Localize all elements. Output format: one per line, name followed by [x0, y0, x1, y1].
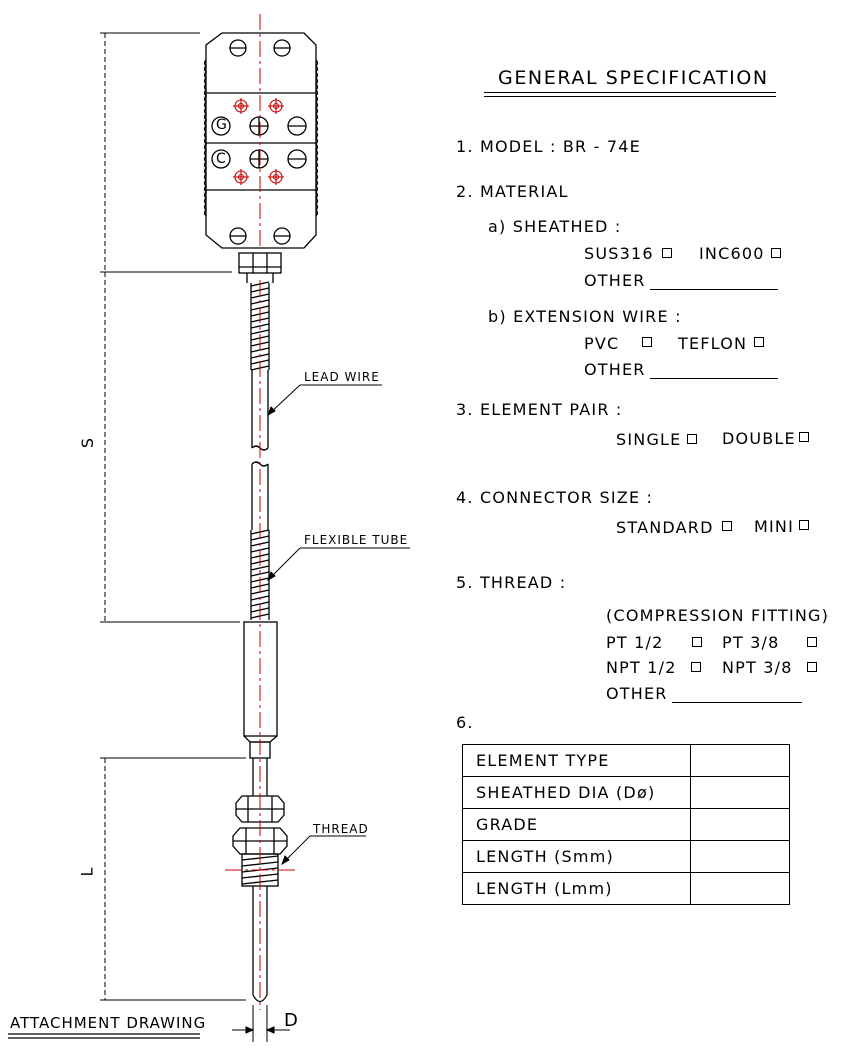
attachment-drawing-label: ATTACHMENT DRAWING: [10, 1014, 207, 1032]
extension-wire-heading: b) EXTENSION WIRE :: [488, 307, 682, 326]
table-cell-label: ELEMENT TYPE: [462, 744, 691, 777]
model-line: 1. MODEL : BR - 74E: [456, 137, 641, 156]
compression-fitting-label: (COMPRESSION FITTING): [606, 606, 830, 625]
single-checkbox[interactable]: [687, 434, 697, 444]
dimension-lines: [100, 32, 290, 1042]
table-cell-value[interactable]: [690, 776, 790, 809]
flexible-tube-label: FLEXIBLE TUBE: [304, 533, 409, 547]
table-cell-label: SHEATHED DIA (Dø): [462, 776, 691, 809]
dimension-d-label: D: [284, 1010, 299, 1031]
table-cell-value[interactable]: [690, 872, 790, 905]
dimension-s-label: S: [78, 436, 98, 449]
standard-label: STANDARD: [616, 518, 714, 537]
table-cell-value[interactable]: [690, 840, 790, 873]
centerline: [225, 14, 295, 1010]
lead-wire: [251, 370, 269, 530]
inc600-checkbox[interactable]: [771, 248, 781, 258]
thread-label: THREAD: [313, 822, 369, 836]
table-row: ELEMENT TYPE: [462, 744, 790, 777]
compression-fitting: [232, 795, 288, 887]
table-cell-label: LENGTH (Lmm): [462, 872, 691, 905]
title-underline: [484, 92, 776, 93]
extension-other-label: OTHER: [584, 360, 646, 379]
pt-half-label: PT 1/2: [606, 633, 664, 652]
teflon-checkbox[interactable]: [754, 337, 764, 347]
thread-other-field[interactable]: [672, 702, 802, 703]
title-underline: [484, 96, 776, 97]
element-pair-heading: 3. ELEMENT PAIR :: [456, 400, 623, 419]
double-label: DOUBLE: [722, 429, 796, 448]
sus316-checkbox[interactable]: [662, 248, 672, 258]
connector-size-heading: 4. CONNECTOR SIZE :: [456, 488, 654, 507]
connector-c-label: C: [216, 151, 227, 167]
table-row: LENGTH (Lmm): [462, 872, 790, 905]
lead-wire-label: LEAD WIRE: [304, 370, 380, 384]
table-cell-label: GRADE: [462, 808, 691, 841]
pt-half-checkbox[interactable]: [692, 637, 702, 647]
standard-checkbox[interactable]: [722, 521, 732, 531]
single-label: SINGLE: [616, 430, 682, 449]
thread-other-label: OTHER: [606, 684, 668, 703]
table-cell-label: LENGTH (Smm): [462, 840, 691, 873]
npt-half-checkbox[interactable]: [691, 662, 701, 672]
sheathed-heading: a) SHEATHED :: [488, 217, 622, 236]
dimension-l-label: L: [77, 866, 97, 877]
spec-table: ELEMENT TYPE SHEATHED DIA (Dø) GRADE LEN…: [462, 744, 790, 905]
sheathed-other-label: OTHER: [584, 271, 646, 290]
spec-title: GENERAL SPECIFICATION: [498, 67, 769, 89]
table-row: LENGTH (Smm): [462, 840, 790, 873]
extension-other-field[interactable]: [650, 378, 778, 379]
connector-g-label: G: [216, 117, 228, 133]
npt-3-8-checkbox[interactable]: [807, 662, 817, 672]
thread-heading: 5. THREAD :: [456, 573, 567, 592]
teflon-label: TEFLON: [678, 334, 748, 353]
table-cell-value[interactable]: [690, 744, 790, 777]
sheathed-other-field[interactable]: [650, 289, 778, 290]
material-heading: 2. MATERIAL: [456, 182, 569, 201]
mini-checkbox[interactable]: [799, 520, 809, 530]
leader-lines: [8, 384, 410, 1039]
pvc-label: PVC: [584, 334, 620, 353]
probe-tip: [252, 886, 268, 1003]
table-row: GRADE: [462, 808, 790, 841]
npt-half-label: NPT 1/2: [606, 658, 677, 677]
table-row: SHEATHED DIA (Dø): [462, 776, 790, 809]
double-checkbox[interactable]: [799, 432, 809, 442]
pt-3-8-checkbox[interactable]: [807, 637, 817, 647]
sheath: [252, 758, 268, 796]
mini-label: MINI: [754, 517, 795, 536]
pvc-checkbox[interactable]: [642, 337, 652, 347]
item-6-heading: 6.: [456, 713, 474, 732]
connector-head: [203, 32, 319, 249]
pt-3-8-label: PT 3/8: [722, 633, 780, 652]
inc600-label: INC600: [699, 244, 765, 263]
npt-3-8-label: NPT 3/8: [722, 658, 793, 677]
sus316-label: SUS316: [584, 244, 654, 263]
screw-icon: [229, 39, 291, 245]
table-cell-value[interactable]: [690, 808, 790, 841]
cable-nut: [238, 252, 282, 283]
